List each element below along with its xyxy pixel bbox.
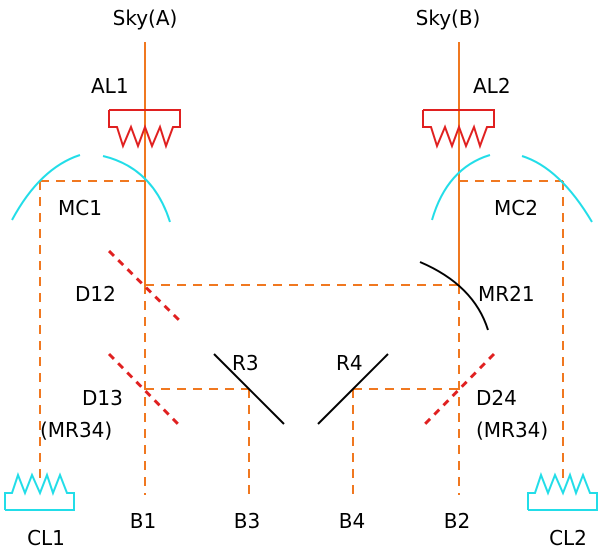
label-b3: B3 (234, 509, 260, 533)
label-al2: AL2 (473, 74, 511, 98)
collimator-mirror-mc1-left (11, 154, 81, 221)
label-mc2: MC2 (494, 196, 538, 220)
label-r4: R4 (336, 351, 363, 375)
label-mr21: MR21 (478, 282, 535, 306)
label-b2: B2 (444, 509, 470, 533)
label-d24: D24 (476, 386, 517, 410)
label-d12: D12 (75, 282, 116, 306)
mirror-r3 (213, 353, 285, 425)
dichroics (107, 249, 496, 428)
collimator-mirror-mc2-right (521, 155, 593, 223)
label-b4: B4 (339, 509, 365, 533)
label-d13-sub: (MR34) (40, 418, 112, 442)
label-r3: R3 (232, 351, 259, 375)
sky-beams (144, 42, 460, 285)
label-mc1: MC1 (58, 196, 102, 220)
mirror-r4 (317, 353, 389, 425)
label-al1: AL1 (91, 74, 129, 98)
label-cl2: CL2 (549, 526, 587, 548)
collimator-mirrors (11, 154, 593, 223)
label-sky-b: Sky(B) (416, 6, 481, 30)
dichroic-d13 (107, 352, 182, 428)
label-d24-sub: (MR34) (476, 418, 548, 442)
labels: Sky(A) Sky(B) AL1 AL2 MC1 MC2 D12 MR21 R… (27, 6, 587, 548)
aperture-lens-al2 (422, 109, 495, 150)
mirror-mr21 (419, 261, 489, 331)
mirrors (213, 261, 489, 425)
collimator-mirror-mc1-right (102, 155, 171, 223)
dichroic-d12 (107, 249, 182, 323)
camera-lens-cl1 (4, 472, 75, 511)
camera-lens-cl2 (527, 472, 598, 511)
dichroic-d24 (421, 352, 496, 428)
label-sky-a: Sky(A) (113, 6, 178, 30)
internal-beams (39, 180, 564, 495)
label-cl1: CL1 (27, 526, 65, 548)
label-b1: B1 (130, 509, 156, 533)
aperture-lens-al1 (108, 109, 181, 150)
label-d13: D13 (82, 386, 123, 410)
collimator-mirror-mc2-left (431, 154, 491, 221)
